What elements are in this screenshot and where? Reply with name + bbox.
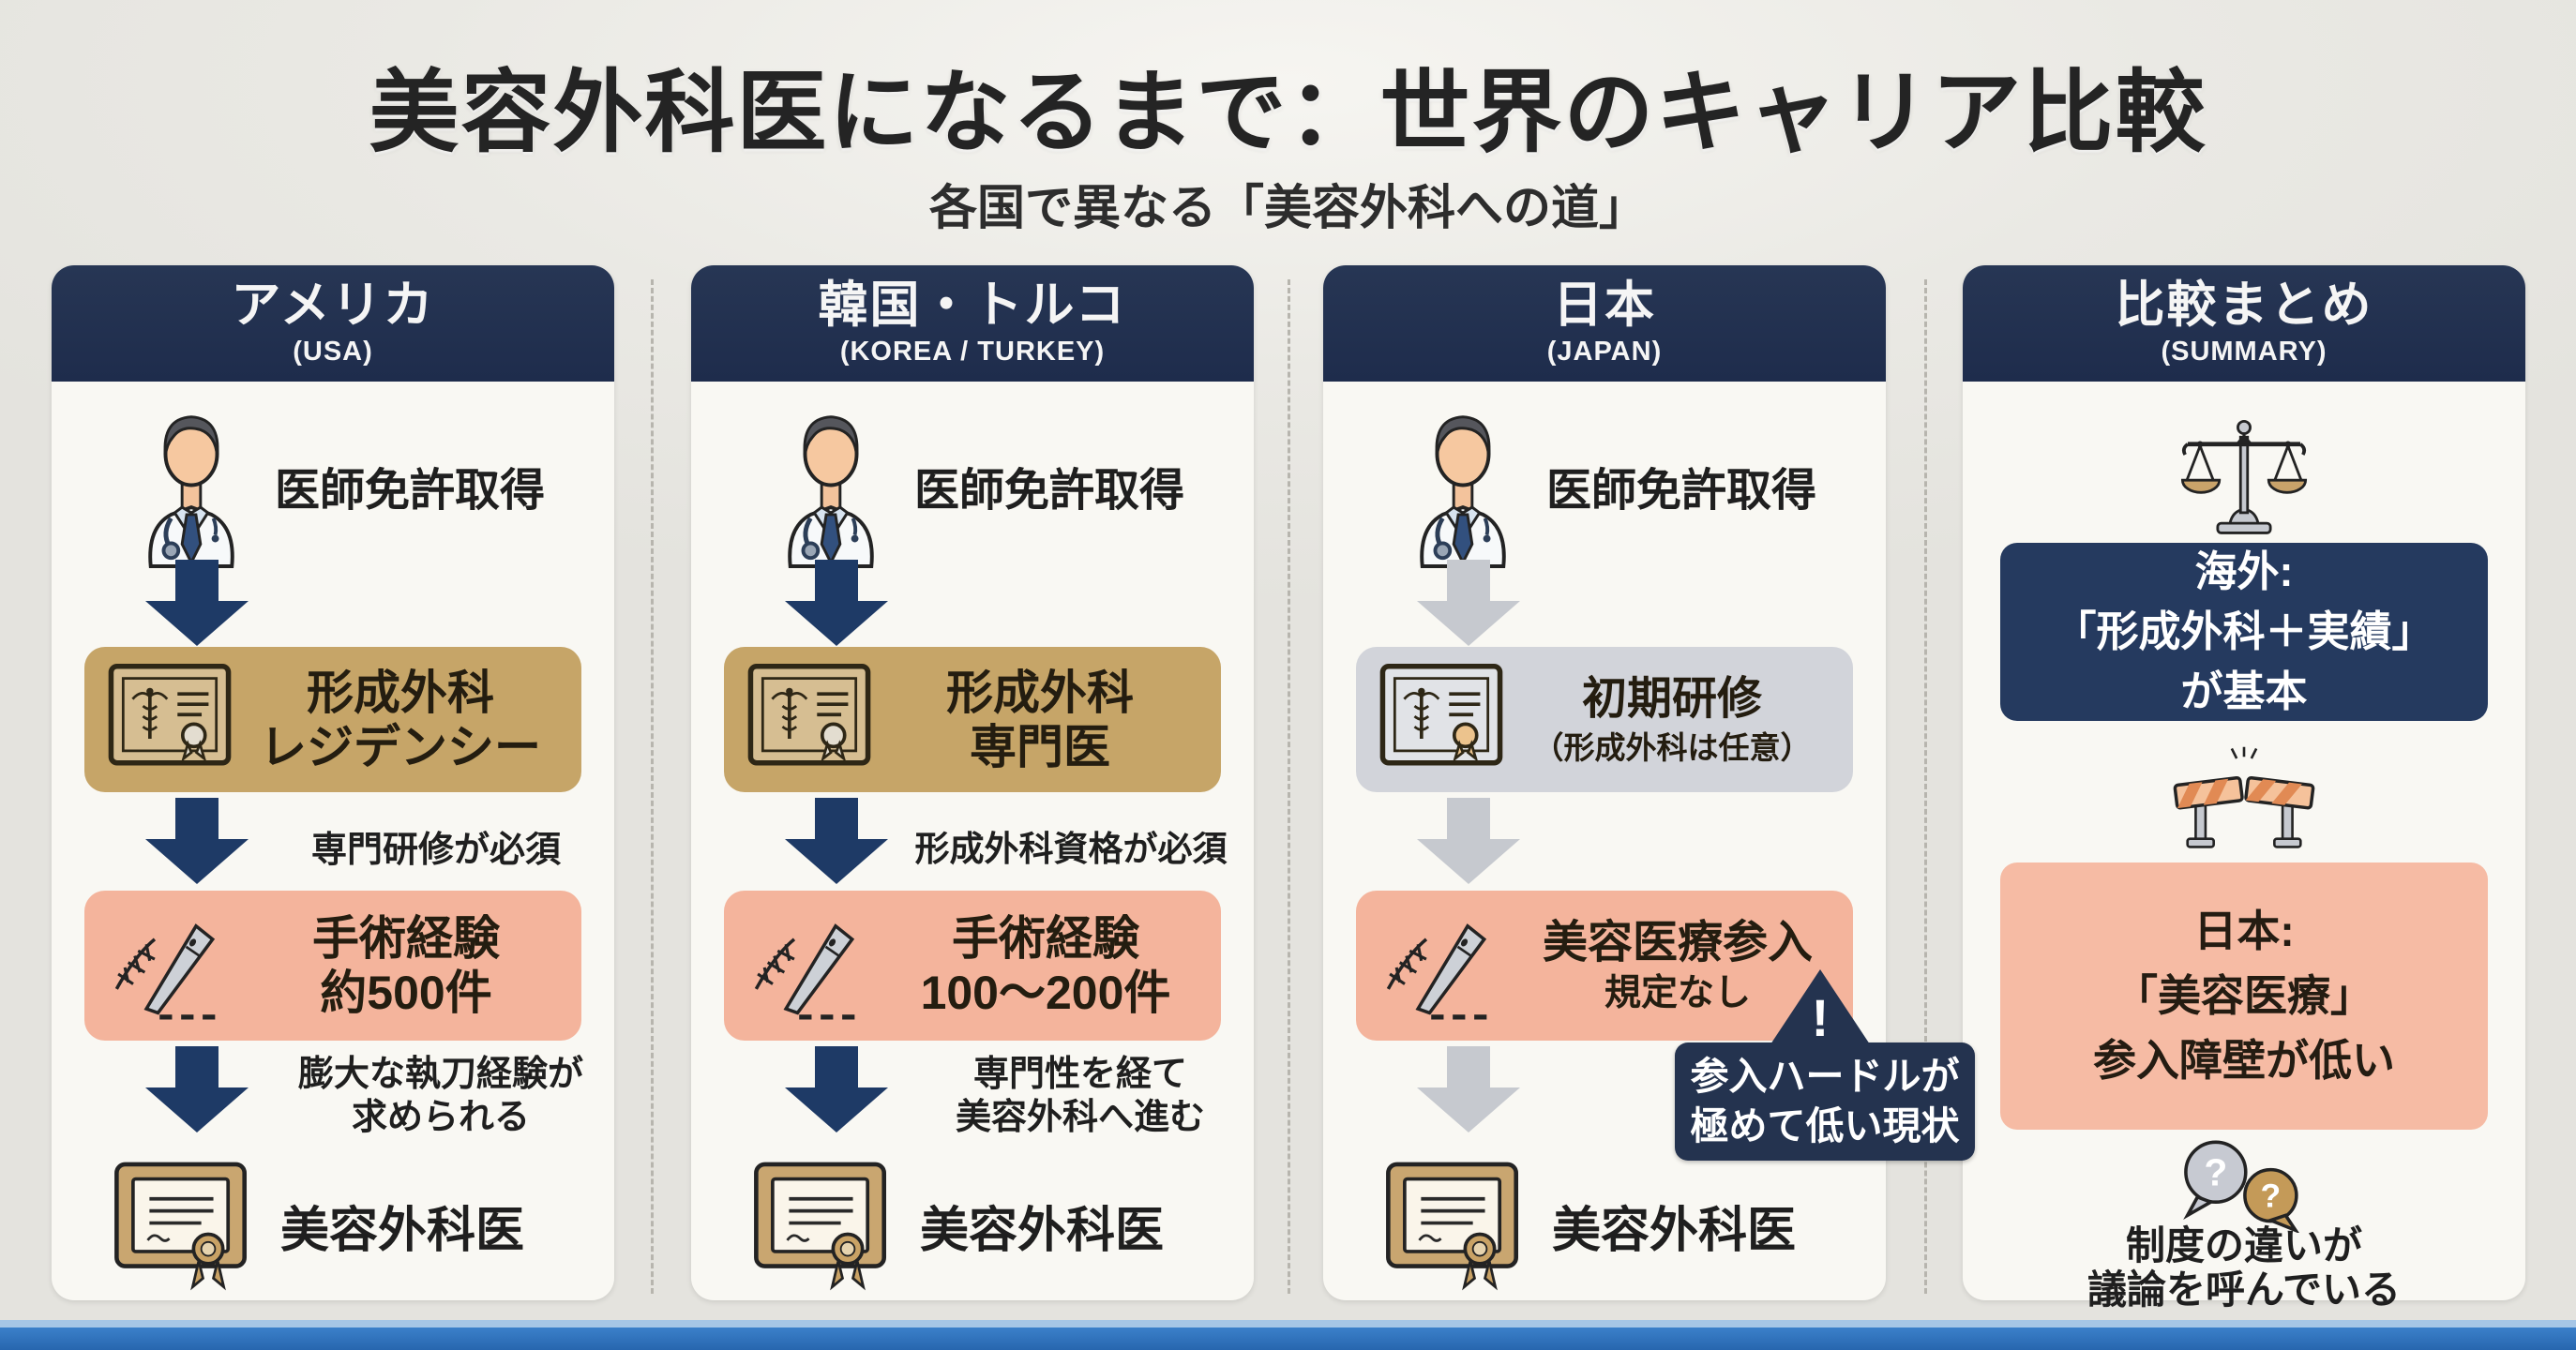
broken-barrier-icon — [1963, 745, 2525, 856]
summary-overseas-line3: が基本 — [2180, 667, 2308, 715]
column-japan: 日本 (JAPAN) 医師免許取得 — [1323, 265, 1975, 1300]
doctor-icon — [136, 398, 247, 574]
down-arrow-icon — [1417, 1046, 1520, 1132]
jp-final-label: 美容外科医 — [1552, 1203, 1797, 1258]
footer-bar — [0, 1328, 2576, 1350]
summary-japan-line3: 参入障壁が低い — [2093, 1036, 2395, 1085]
exclamation-icon: ! — [1811, 988, 1830, 1047]
column-japan-title: 日本 — [1553, 277, 1656, 333]
down-arrow-icon — [785, 1046, 888, 1132]
callout-pointer — [1770, 969, 1870, 1044]
column-summary-subtitle: (SUMMARY) — [2161, 337, 2327, 368]
kt-step-license: 医師免許取得 — [691, 397, 1254, 575]
down-arrow-icon — [1417, 798, 1520, 884]
usa-surgery-line1: 手術経験 — [312, 912, 500, 965]
diploma-icon — [1381, 1152, 1524, 1299]
jp-training-line1: 初期研修 — [1581, 673, 1762, 724]
usa-surgery-box: 手術経験 約500件 — [84, 891, 581, 1041]
column-divider — [1288, 279, 1290, 1294]
jp-step-final: 美容外科医 — [1323, 1151, 1886, 1299]
usa-note-experience: 膨大な執刀経験が 求められる — [297, 1055, 583, 1138]
usa-license-label: 医師免許取得 — [275, 466, 546, 516]
jp-entry-line1: 美容医療参入 — [1542, 917, 1813, 968]
column-korea-turkey-title: 韓国・トルコ — [818, 277, 1127, 333]
down-arrow-icon — [145, 560, 249, 646]
doctor-icon — [776, 398, 886, 574]
jp-training-line2: （形成外科は任意） — [1532, 730, 1812, 766]
down-arrow-icon — [1417, 560, 1520, 646]
certificate-seal-icon — [1377, 652, 1506, 787]
column-divider — [651, 279, 654, 1294]
doctor-icon — [1408, 398, 1518, 574]
kt-specialist-box: 形成外科 専門医 — [724, 647, 1221, 792]
jp-callout-line1: 参入ハードルが — [1690, 1054, 1960, 1098]
column-summary-header: 比較まとめ (SUMMARY) — [1963, 265, 2525, 382]
page-title: 美容外科医になるまで：世界のキャリア比較 — [369, 63, 2207, 163]
usa-step-license: 医師免許取得 — [52, 397, 614, 575]
jp-entry-line2: 規定なし — [1604, 973, 1751, 1014]
column-japan-header: 日本 (JAPAN) — [1323, 265, 1886, 382]
down-arrow-icon — [785, 560, 888, 646]
column-korea-turkey-header: 韓国・トルコ (KOREA / TURKEY) — [691, 265, 1254, 382]
kt-step-final: 美容外科医 — [691, 1151, 1254, 1299]
column-usa-title: アメリカ — [231, 277, 435, 333]
usa-final-label: 美容外科医 — [280, 1203, 525, 1258]
column-usa-header: アメリカ (USA) — [52, 265, 614, 382]
summary-japan-line2: 「美容医療」 — [2115, 971, 2373, 1020]
usa-surgery-line2: 約500件 — [320, 967, 492, 1019]
jp-low-barrier-callout: ! 参入ハードルが 極めて低い現状 — [1675, 969, 1975, 1161]
down-arrow-icon — [145, 1046, 249, 1132]
jp-step-license: 医師免許取得 — [1323, 397, 1886, 575]
usa-note-training: 専門研修が必須 — [310, 831, 561, 870]
column-divider — [1924, 279, 1927, 1294]
jp-initial-training-box: 初期研修 （形成外科は任意） — [1356, 647, 1853, 792]
summary-overseas-line2: 「形成外科＋実績」 — [2054, 608, 2434, 656]
kt-specialist-line2: 専門医 — [970, 720, 1110, 773]
kt-note-path: 専門性を経て 美容外科へ進む — [955, 1055, 1205, 1138]
column-korea-turkey-subtitle: (KOREA / TURKEY) — [839, 337, 1106, 368]
jp-callout-line2: 極めて低い現状 — [1690, 1104, 1960, 1148]
scalpel-icon — [105, 901, 246, 1030]
diploma-icon — [110, 1152, 252, 1299]
usa-residency-line2: レジデンシー — [260, 720, 541, 773]
summary-debate-line2: 議論を呼んでいる — [2087, 1268, 2401, 1312]
summary-overseas-line1: 海外: — [2194, 548, 2294, 596]
column-summary-title: 比較まとめ — [2115, 277, 2373, 333]
certificate-seal-icon — [105, 652, 234, 787]
kt-surgery-box: 手術経験 100〜200件 — [724, 891, 1221, 1041]
page-subtitle: 各国で異なる「美容外科への道」 — [928, 181, 1647, 234]
diploma-icon — [749, 1152, 892, 1299]
summary-japan-box: 日本: 「美容医療」 参入障壁が低い — [2000, 862, 2488, 1130]
summary-debate-line1: 制度の違いが — [2125, 1223, 2362, 1268]
question-bubbles-icon: ? ? — [1963, 1137, 2525, 1233]
kt-license-label: 医師免許取得 — [914, 466, 1185, 516]
kt-specialist-line1: 形成外科 — [946, 666, 1134, 719]
scale-icon — [1963, 398, 2525, 539]
jp-license-label: 医師免許取得 — [1546, 466, 1817, 516]
column-usa: アメリカ (USA) 医師免許取得 — [52, 265, 614, 1300]
scalpel-icon — [745, 901, 885, 1030]
kt-final-label: 美容外科医 — [920, 1203, 1165, 1258]
usa-step-final: 美容外科医 — [52, 1151, 614, 1299]
summary-debate-note: 制度の違いが 議論を呼んでいる — [1963, 1223, 2525, 1312]
certificate-seal-icon — [745, 652, 874, 787]
svg-text:?: ? — [2204, 1150, 2227, 1193]
summary-overseas-box: 海外: 「形成外科＋実績」 が基本 — [2000, 543, 2488, 721]
kt-surgery-line1: 手術経験 — [952, 912, 1139, 965]
column-korea-turkey: 韓国・トルコ (KOREA / TURKEY) 医師免許取得 — [691, 265, 1254, 1300]
usa-residency-line1: 形成外科 — [307, 666, 494, 719]
svg-text:?: ? — [2261, 1178, 2282, 1215]
usa-residency-box: 形成外科 レジデンシー — [84, 647, 581, 792]
footer-accent-line — [0, 1320, 2576, 1328]
summary-japan-line1: 日本: — [2193, 907, 2295, 955]
down-arrow-icon — [785, 798, 888, 884]
column-usa-subtitle: (USA) — [293, 337, 373, 368]
kt-note-qualification: 形成外科資格が必須 — [914, 830, 1228, 868]
scalpel-icon — [1377, 901, 1517, 1030]
column-summary: 比較まとめ (SUMMARY) — [1963, 265, 2525, 1312]
column-japan-subtitle: (JAPAN) — [1546, 337, 1663, 368]
kt-surgery-line2: 100〜200件 — [920, 967, 1171, 1019]
down-arrow-icon — [145, 798, 249, 884]
jp-entry-box: 美容医療参入 規定なし — [1356, 891, 1853, 1041]
